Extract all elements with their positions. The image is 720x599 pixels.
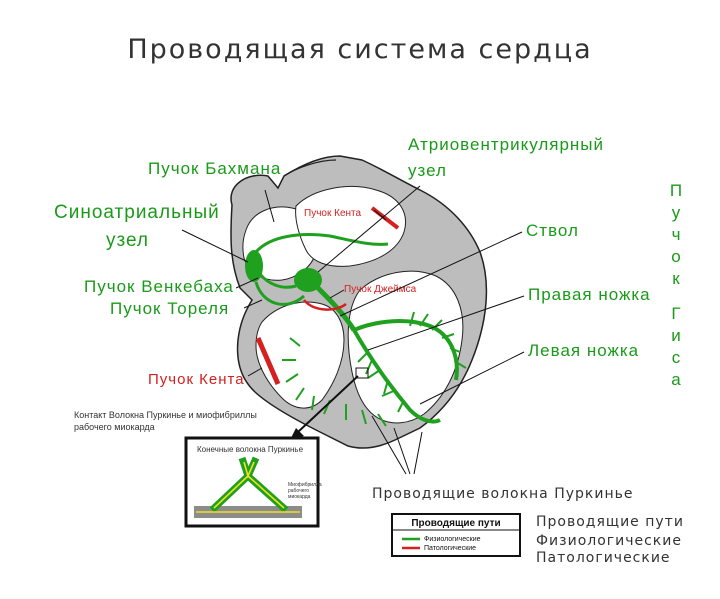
inset-signal-path	[196, 461, 300, 513]
aorta-outline	[283, 159, 337, 177]
legend-side-physiological: Физиологические	[536, 533, 682, 549]
label-his-bundle-letter: и	[671, 326, 681, 345]
label-left-branch: Левая ножка	[528, 341, 639, 360]
james-bundle	[303, 299, 347, 311]
legend-pathological-label: Патологические	[424, 545, 476, 552]
label-his-bundle-letter: с	[672, 348, 681, 367]
left-atrium-cavity	[295, 186, 406, 267]
label-bachmann: Пучок Бахмана	[148, 159, 281, 178]
page-title: Проводящая система сердца	[127, 34, 592, 65]
label-thorel: Пучок Тореля	[110, 299, 229, 318]
leader-lines	[181, 185, 525, 475]
inset-myofibril-label-line1: Миофибрилла	[288, 482, 322, 488]
label-sa-node-line1: Синоатриальный	[54, 202, 220, 223]
inset-end-fibers-label: Конечные волокна Пуркинье	[197, 445, 304, 454]
label-his-bundle-letter: к	[672, 269, 680, 288]
inset-caption-line1: Контакт Волокна Пуркинье и миофибриллы	[74, 410, 257, 420]
label-av-node-line1: Атриовентрикулярный	[408, 135, 604, 154]
legend-physiological-label: Физиологические	[424, 536, 481, 543]
detail-arrow	[297, 375, 359, 433]
label-kent-left: Пучок Кента	[148, 371, 245, 388]
label-right-branch: Правая ножка	[528, 285, 651, 304]
legend-header: Проводящие пути	[411, 518, 500, 529]
kent-bundle-left	[255, 337, 281, 385]
left-ventricle-cavity	[347, 270, 464, 424]
wenckebach-bundle	[258, 273, 297, 289]
label-his-bundle-letter: а	[671, 370, 681, 389]
label-av-node-line2: узел	[408, 161, 447, 180]
label-his-bundle-letter: П	[670, 181, 682, 200]
label-sa-node-line2: узел	[106, 230, 149, 251]
inset-myofibril-label-line2: рабочего	[288, 488, 309, 494]
bachmann-bundle	[254, 233, 389, 254]
label-wenckebach: Пучок Венкебаха	[84, 277, 234, 296]
av-node	[294, 268, 322, 292]
legend-side-pathological: Патологические	[536, 550, 671, 566]
detail-marker	[355, 367, 369, 379]
legend-side-header: Проводящие пути	[536, 514, 684, 530]
label-his-bundle-letter: ч	[672, 225, 681, 244]
left-branch	[353, 319, 459, 381]
label-his-bundle-letter: у	[672, 203, 681, 222]
label-purkinje-fibers: Проводящие волокна Пуркинье	[372, 486, 634, 502]
label-trunk: Ствол	[526, 221, 579, 240]
label-his-bundle-letter: Г	[671, 304, 680, 323]
inset-caption-line2: рабочего миокарда	[74, 422, 155, 432]
thorel-bundle	[254, 281, 305, 306]
label-his-bundle-letter: о	[671, 247, 680, 266]
label-james: Пучок Джеймса	[344, 284, 417, 295]
inset-myofibril-label-line3: миокарда	[288, 494, 311, 500]
label-kent-top: Пучок Кента	[304, 208, 361, 219]
purkinje-network	[282, 311, 467, 427]
sa-node	[245, 250, 263, 282]
